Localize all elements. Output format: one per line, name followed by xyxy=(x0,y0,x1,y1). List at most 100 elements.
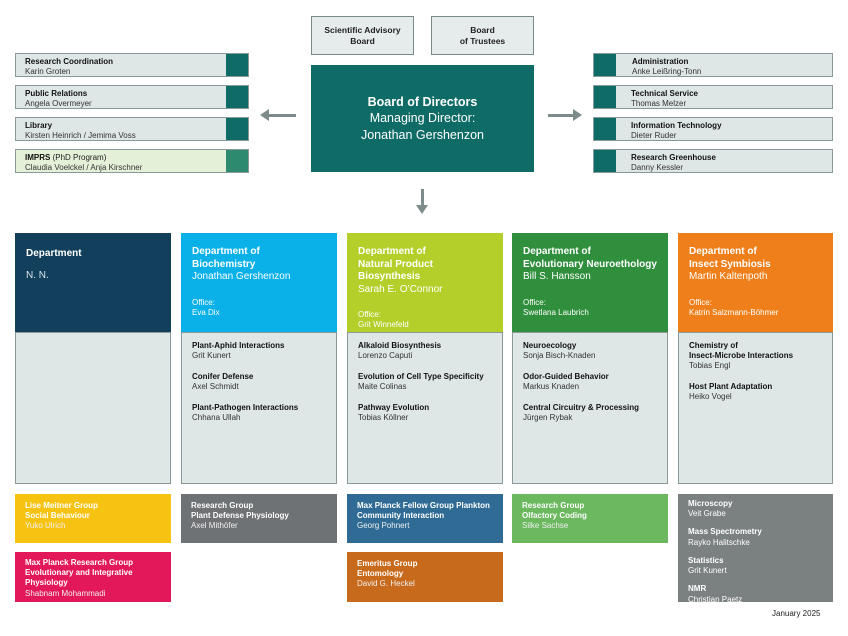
staff-name: Anke Leißring-Tonn xyxy=(632,67,702,76)
staff-tab xyxy=(226,118,248,140)
department-npb-header: Department of Natural Product Biosynthes… xyxy=(347,233,503,332)
department-biochemistry-header: Department of Biochemistry Jonathan Gers… xyxy=(181,233,337,332)
advisory-line-2: Board xyxy=(350,35,375,46)
staff-name: Angela Overmeyer xyxy=(25,99,92,108)
staff-tab xyxy=(226,54,248,76)
board-of-trustees: Board of Trustees xyxy=(431,16,534,55)
staff-title-suffix: (PhD Program) xyxy=(50,153,107,162)
group-leader: Heiko Vogel xyxy=(689,392,732,401)
board-of-directors: Board of Directors Managing Director: Jo… xyxy=(311,65,534,172)
trustees-line-1: Board xyxy=(470,24,495,35)
staff-research-coordination: Research Coordination Karin Groten xyxy=(15,53,249,77)
staff-administration: Administration Anke Leißring-Tonn xyxy=(593,53,833,77)
olfactory-coding-group: Research Group Olfactory Coding Silke Sa… xyxy=(512,494,668,543)
group-leader: Jürgen Rybak xyxy=(523,413,573,422)
group-leader: Axel Mithöfer xyxy=(191,521,238,531)
staff-name: Kirsten Heinrich / Jemima Voss xyxy=(25,131,136,140)
arrow-down-line xyxy=(421,189,424,205)
office-label: Office: xyxy=(689,297,712,307)
group-leader: Grit Kunert xyxy=(192,351,231,360)
staff-public-relations: Public Relations Angela Overmeyer xyxy=(15,85,249,109)
department-title: Department of xyxy=(689,246,757,257)
board-line-3: Jonathan Gershenzon xyxy=(360,127,484,142)
group-title: Host Plant Adaptation xyxy=(689,382,773,391)
staff-information-technology: Information Technology Dieter Ruder xyxy=(593,117,833,141)
group-title: Central Circuitry & Processing xyxy=(523,403,640,412)
department-title: Department of xyxy=(192,246,260,257)
service-leader: Grit Kunert xyxy=(688,566,727,576)
group-leader: Sonja Bisch-Knaden xyxy=(523,351,596,360)
staff-name: Dieter Ruder xyxy=(631,131,677,140)
group-title-2: Insect-Microbe Interactions xyxy=(689,351,794,360)
group-title: Evolution of Cell Type Specificity xyxy=(358,372,484,381)
group-leader: Yuko Ulrich xyxy=(25,521,66,531)
group-leader: Tobias Köllner xyxy=(358,413,409,422)
department-director: Jonathan Gershenzon xyxy=(192,271,291,282)
group-line-2: Entomology xyxy=(357,569,404,579)
service-leader: Rayko Halitschke xyxy=(688,537,750,547)
group-title: Conifer Defense xyxy=(192,372,254,381)
group-line-1: Research Group xyxy=(522,501,585,510)
arrow-right-icon xyxy=(573,109,582,121)
staff-name: Thomas Melzer xyxy=(631,99,687,108)
group-leader: Silke Sachse xyxy=(522,521,569,531)
staff-title: Public Relations xyxy=(25,89,88,98)
group-line-1: Lise Meitner Group xyxy=(25,501,98,510)
arrow-left-icon xyxy=(260,109,269,121)
department-title-2: Biochemistry xyxy=(192,258,256,270)
staff-research-greenhouse: Research Greenhouse Danny Kessler xyxy=(593,149,833,173)
group-line-2: Community Interaction xyxy=(357,511,445,521)
group-leader: David G. Heckel xyxy=(357,579,415,589)
trustees-line-2: of Trustees xyxy=(459,35,506,46)
group-line-2: Olfactory Coding xyxy=(522,511,587,521)
staff-imprs: IMPRS (PhD Program) Claudia Voelckel / A… xyxy=(15,149,249,173)
lise-meitner-group: Lise Meitner Group Social Behaviour Yuko… xyxy=(15,494,171,543)
office-label: Office: xyxy=(523,297,546,307)
staff-title: Technical Service xyxy=(631,89,698,98)
office-name: Grit Winnefeld xyxy=(358,320,409,329)
plant-defense-group: Research Group Plant Defense Physiology … xyxy=(181,494,337,543)
emeritus-group: Emeritus Group Entomology David G. Hecke… xyxy=(347,552,503,602)
group-title: Chemistry of xyxy=(689,341,738,350)
department-title: Department xyxy=(26,248,82,259)
group-title: Plant-Aphid Interactions xyxy=(192,341,285,350)
department-director: Bill S. Hansson xyxy=(523,271,591,282)
group-title: Pathway Evolution xyxy=(358,403,430,412)
group-leader: Maite Colinas xyxy=(358,382,407,391)
department-title-2: Evolutionary Neuroethology xyxy=(523,258,657,270)
service-title: Microscopy xyxy=(688,499,733,508)
group-title: Odor-Guided Behavior xyxy=(523,372,609,381)
staff-tab xyxy=(226,86,248,108)
office-name: Swetlana Laubrich xyxy=(523,307,589,317)
service-leader: Veit Grabe xyxy=(688,509,726,519)
group-line-3: Physiology xyxy=(25,578,68,588)
board-line-2: Managing Director: xyxy=(369,111,476,126)
group-leader: Tobias Engl xyxy=(689,361,731,370)
department-insect-symbiosis-header: Department of Insect Symbiosis Martin Ka… xyxy=(678,233,833,332)
service-title: NMR xyxy=(688,584,707,594)
group-line-2: Plant Defense Physiology xyxy=(191,511,289,521)
department-office: Office: Eva Dix xyxy=(192,298,326,318)
group-leader: Georg Pohnert xyxy=(357,521,410,531)
staff-title: Research Greenhouse xyxy=(631,153,716,162)
group-line-1: Max Planck Fellow Group Plankton xyxy=(357,501,490,510)
service-title: Statistics xyxy=(688,555,724,565)
staff-title: Information Technology xyxy=(631,121,722,130)
office-label: Office: xyxy=(192,297,215,307)
group-line-2: Social Behaviour xyxy=(25,511,90,521)
staff-tab xyxy=(594,118,616,140)
group-title: Plant-Pathogen Interactions xyxy=(192,403,299,412)
